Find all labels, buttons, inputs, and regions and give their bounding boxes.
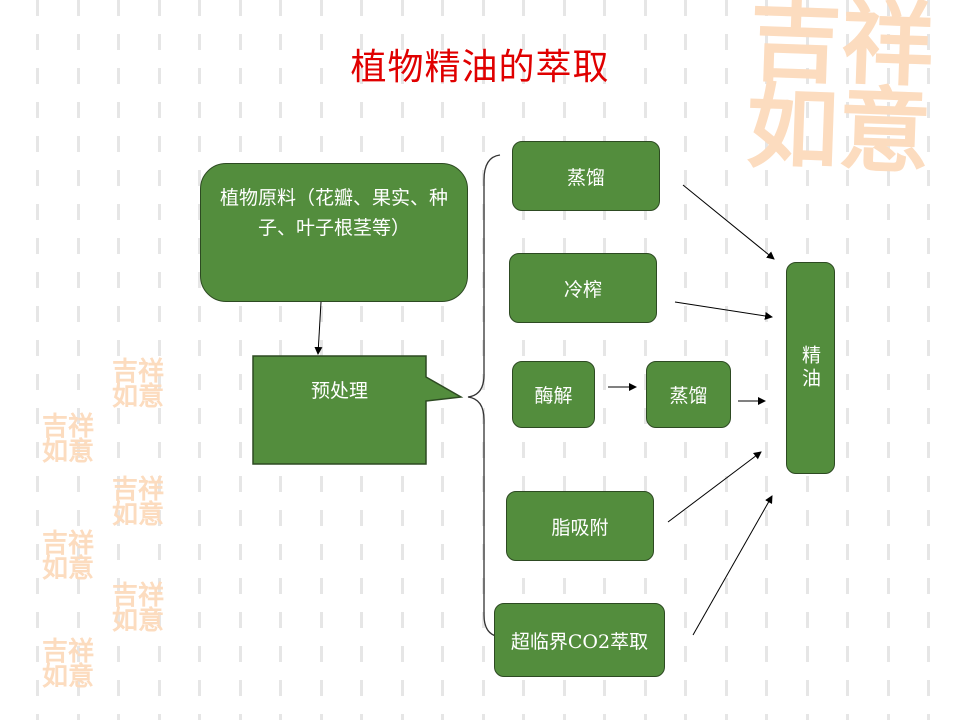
background-dash-line — [846, 0, 849, 720]
background-dash-line — [927, 0, 930, 720]
background-dash-line — [117, 0, 120, 720]
background-dash-line — [157, 0, 161, 720]
background-dash-line — [886, 0, 890, 720]
arrow-supercritical-to-oil — [692, 495, 773, 636]
brace — [467, 154, 501, 638]
background-dash-line — [441, 0, 444, 720]
supercritical-label: 超临界CO2萃取 — [510, 630, 649, 653]
background-dash-line — [36, 0, 39, 720]
arrow-coldpress-to-oil — [674, 301, 773, 320]
seal-small-decoration: 吉祥如意 — [112, 357, 165, 412]
background-dash-line — [238, 0, 242, 720]
background-dash-line — [481, 0, 485, 720]
cold-press-box: 冷榨 — [509, 253, 657, 323]
background-dash-line — [76, 0, 80, 720]
slide-title: 植物精油的萃取 — [350, 47, 610, 88]
background-dash-line — [198, 0, 201, 720]
enzymolysis-box: 酶解 — [512, 361, 595, 428]
seal-small-decoration: 吉祥如意 — [112, 581, 165, 636]
enfleurage-label: 脂吸附 — [551, 516, 609, 539]
enzymolysis-distillation-box: 蒸馏 — [646, 361, 731, 428]
pretreatment-label: 预处理 — [310, 380, 368, 402]
arrow-distillation-to-oil — [682, 184, 775, 260]
pretreatment-callout-shape — [252, 355, 464, 465]
enzymolysis-label: 酶解 — [534, 385, 573, 407]
enzymolysis-distillation-label: 蒸馏 — [669, 385, 708, 407]
enfleurage-box: 脂吸附 — [506, 491, 654, 561]
distillation-label: 蒸馏 — [566, 166, 605, 189]
seal-small-decoration: 吉祥如意 — [42, 637, 95, 692]
background-dash-line — [643, 0, 647, 720]
arrow-raw-to-pretreatment — [314, 301, 323, 355]
arrow-enfleurage-to-oil — [667, 451, 762, 523]
background-dash-line — [562, 0, 566, 720]
background-dash-line — [522, 0, 525, 720]
background-dash-line — [603, 0, 606, 720]
background-dash-line — [724, 0, 728, 720]
seal-small-decoration: 吉祥如意 — [42, 529, 95, 584]
supercritical-box: 超临界CO2萃取 — [494, 603, 665, 677]
distillation-box: 蒸馏 — [512, 141, 660, 211]
raw-material-box: 植物原料（花瓣、果实、种子、叶子根茎等） — [200, 163, 468, 302]
seal-small-decoration: 吉祥如意 — [112, 475, 165, 530]
background-dash-line — [765, 0, 768, 720]
cold-press-label: 冷榨 — [563, 278, 602, 301]
essential-oil-box: 精油 — [786, 262, 835, 474]
raw-material-label: 植物原料（花瓣、果实、种子、叶子根茎等） — [219, 186, 448, 239]
essential-oil-label: 精油 — [799, 345, 821, 391]
background-dash-line — [684, 0, 687, 720]
seal-small-decoration: 吉祥如意 — [42, 412, 95, 467]
